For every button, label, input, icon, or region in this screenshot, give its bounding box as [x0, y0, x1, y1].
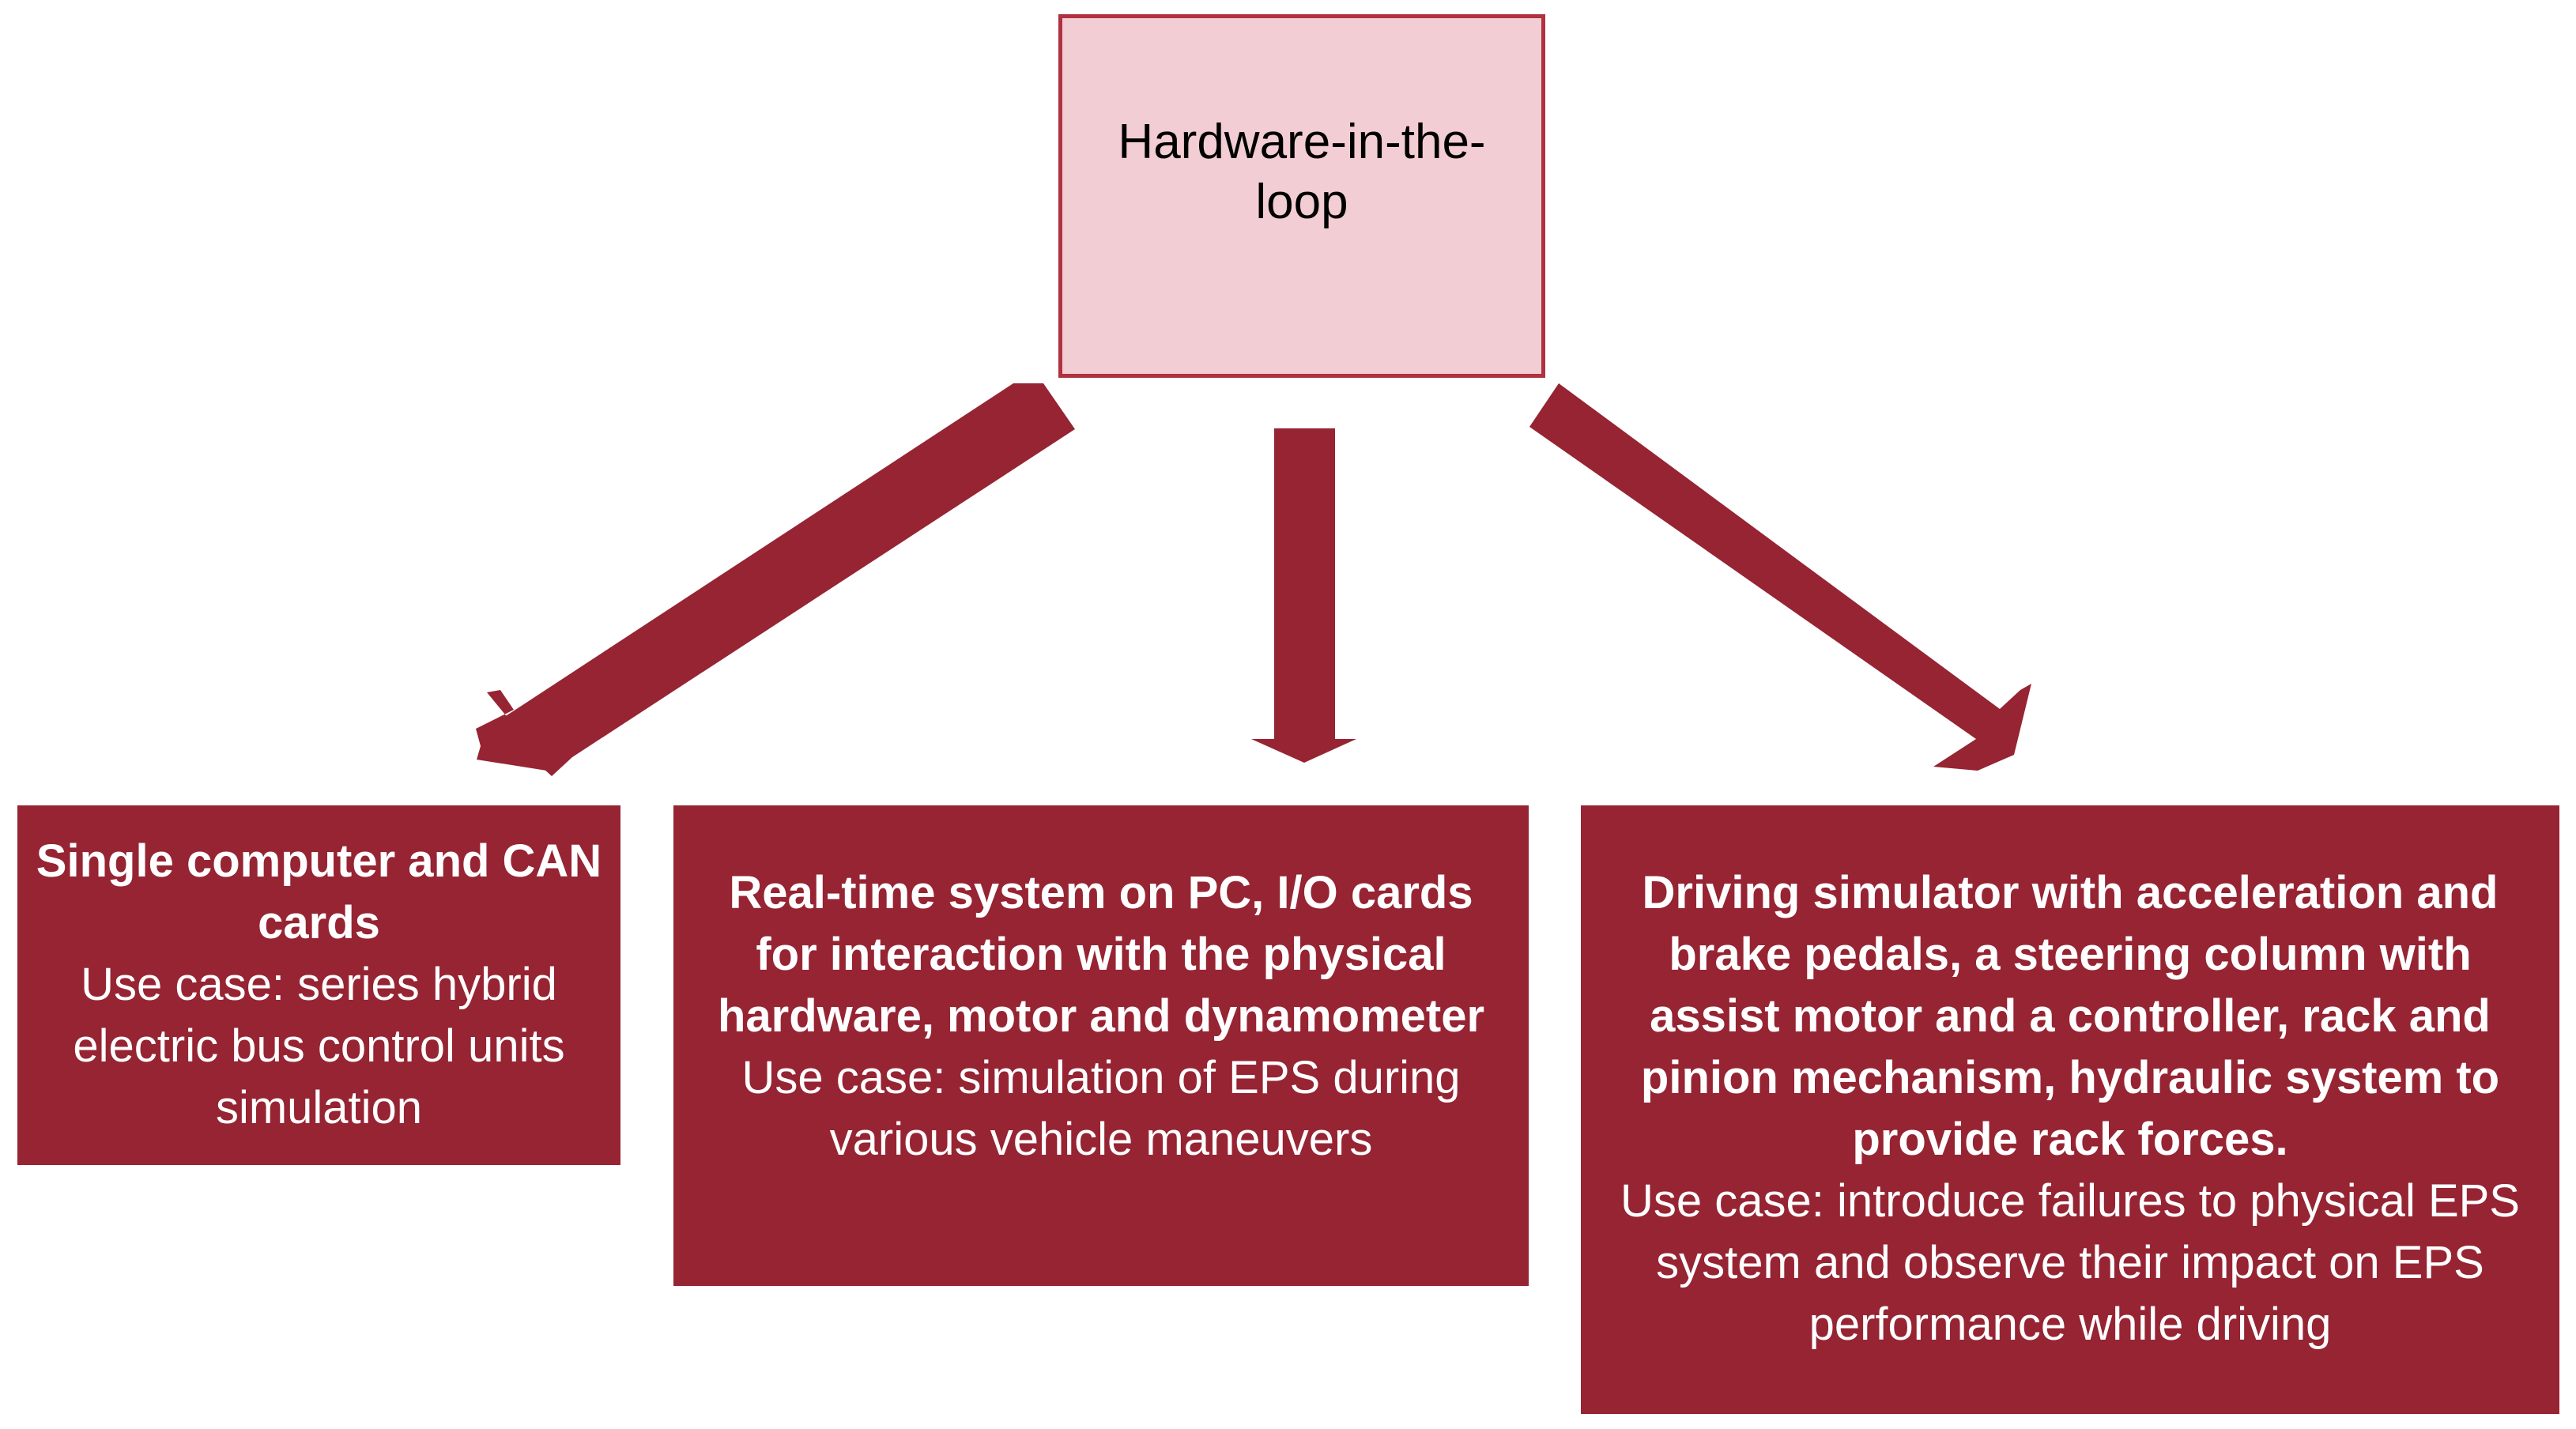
branch-box-driving-simulator: Driving simulator with acceleration and …: [1581, 805, 2559, 1414]
branch-box-real-time-system: Real-time system on PC, I/O cards for in…: [673, 805, 1529, 1286]
arrow-to-left-box: [494, 383, 1075, 776]
arrow-to-middle-box: [1251, 428, 1356, 763]
arrow-to-left-box-head: [476, 690, 552, 771]
root-node-label: Hardware-in-the-loop: [1118, 115, 1486, 229]
branch-usecase: Use case: simulation of EPS during vario…: [741, 1052, 1461, 1165]
branch-heading: Driving simulator with acceleration and …: [1640, 867, 2500, 1165]
branch-box-single-computer: Single computer and CAN cards Use case: …: [17, 805, 620, 1165]
branch-heading: Real-time system on PC, I/O cards for in…: [717, 867, 1485, 1042]
arrow-to-right-box: [1529, 383, 2031, 771]
branch-usecase: Use case: series hybrid electric bus con…: [73, 959, 565, 1133]
branch-usecase: Use case: introduce failures to physical…: [1620, 1175, 2520, 1350]
branch-heading: Single computer and CAN cards: [36, 835, 602, 948]
root-node: Hardware-in-the-loop: [1058, 14, 1545, 378]
